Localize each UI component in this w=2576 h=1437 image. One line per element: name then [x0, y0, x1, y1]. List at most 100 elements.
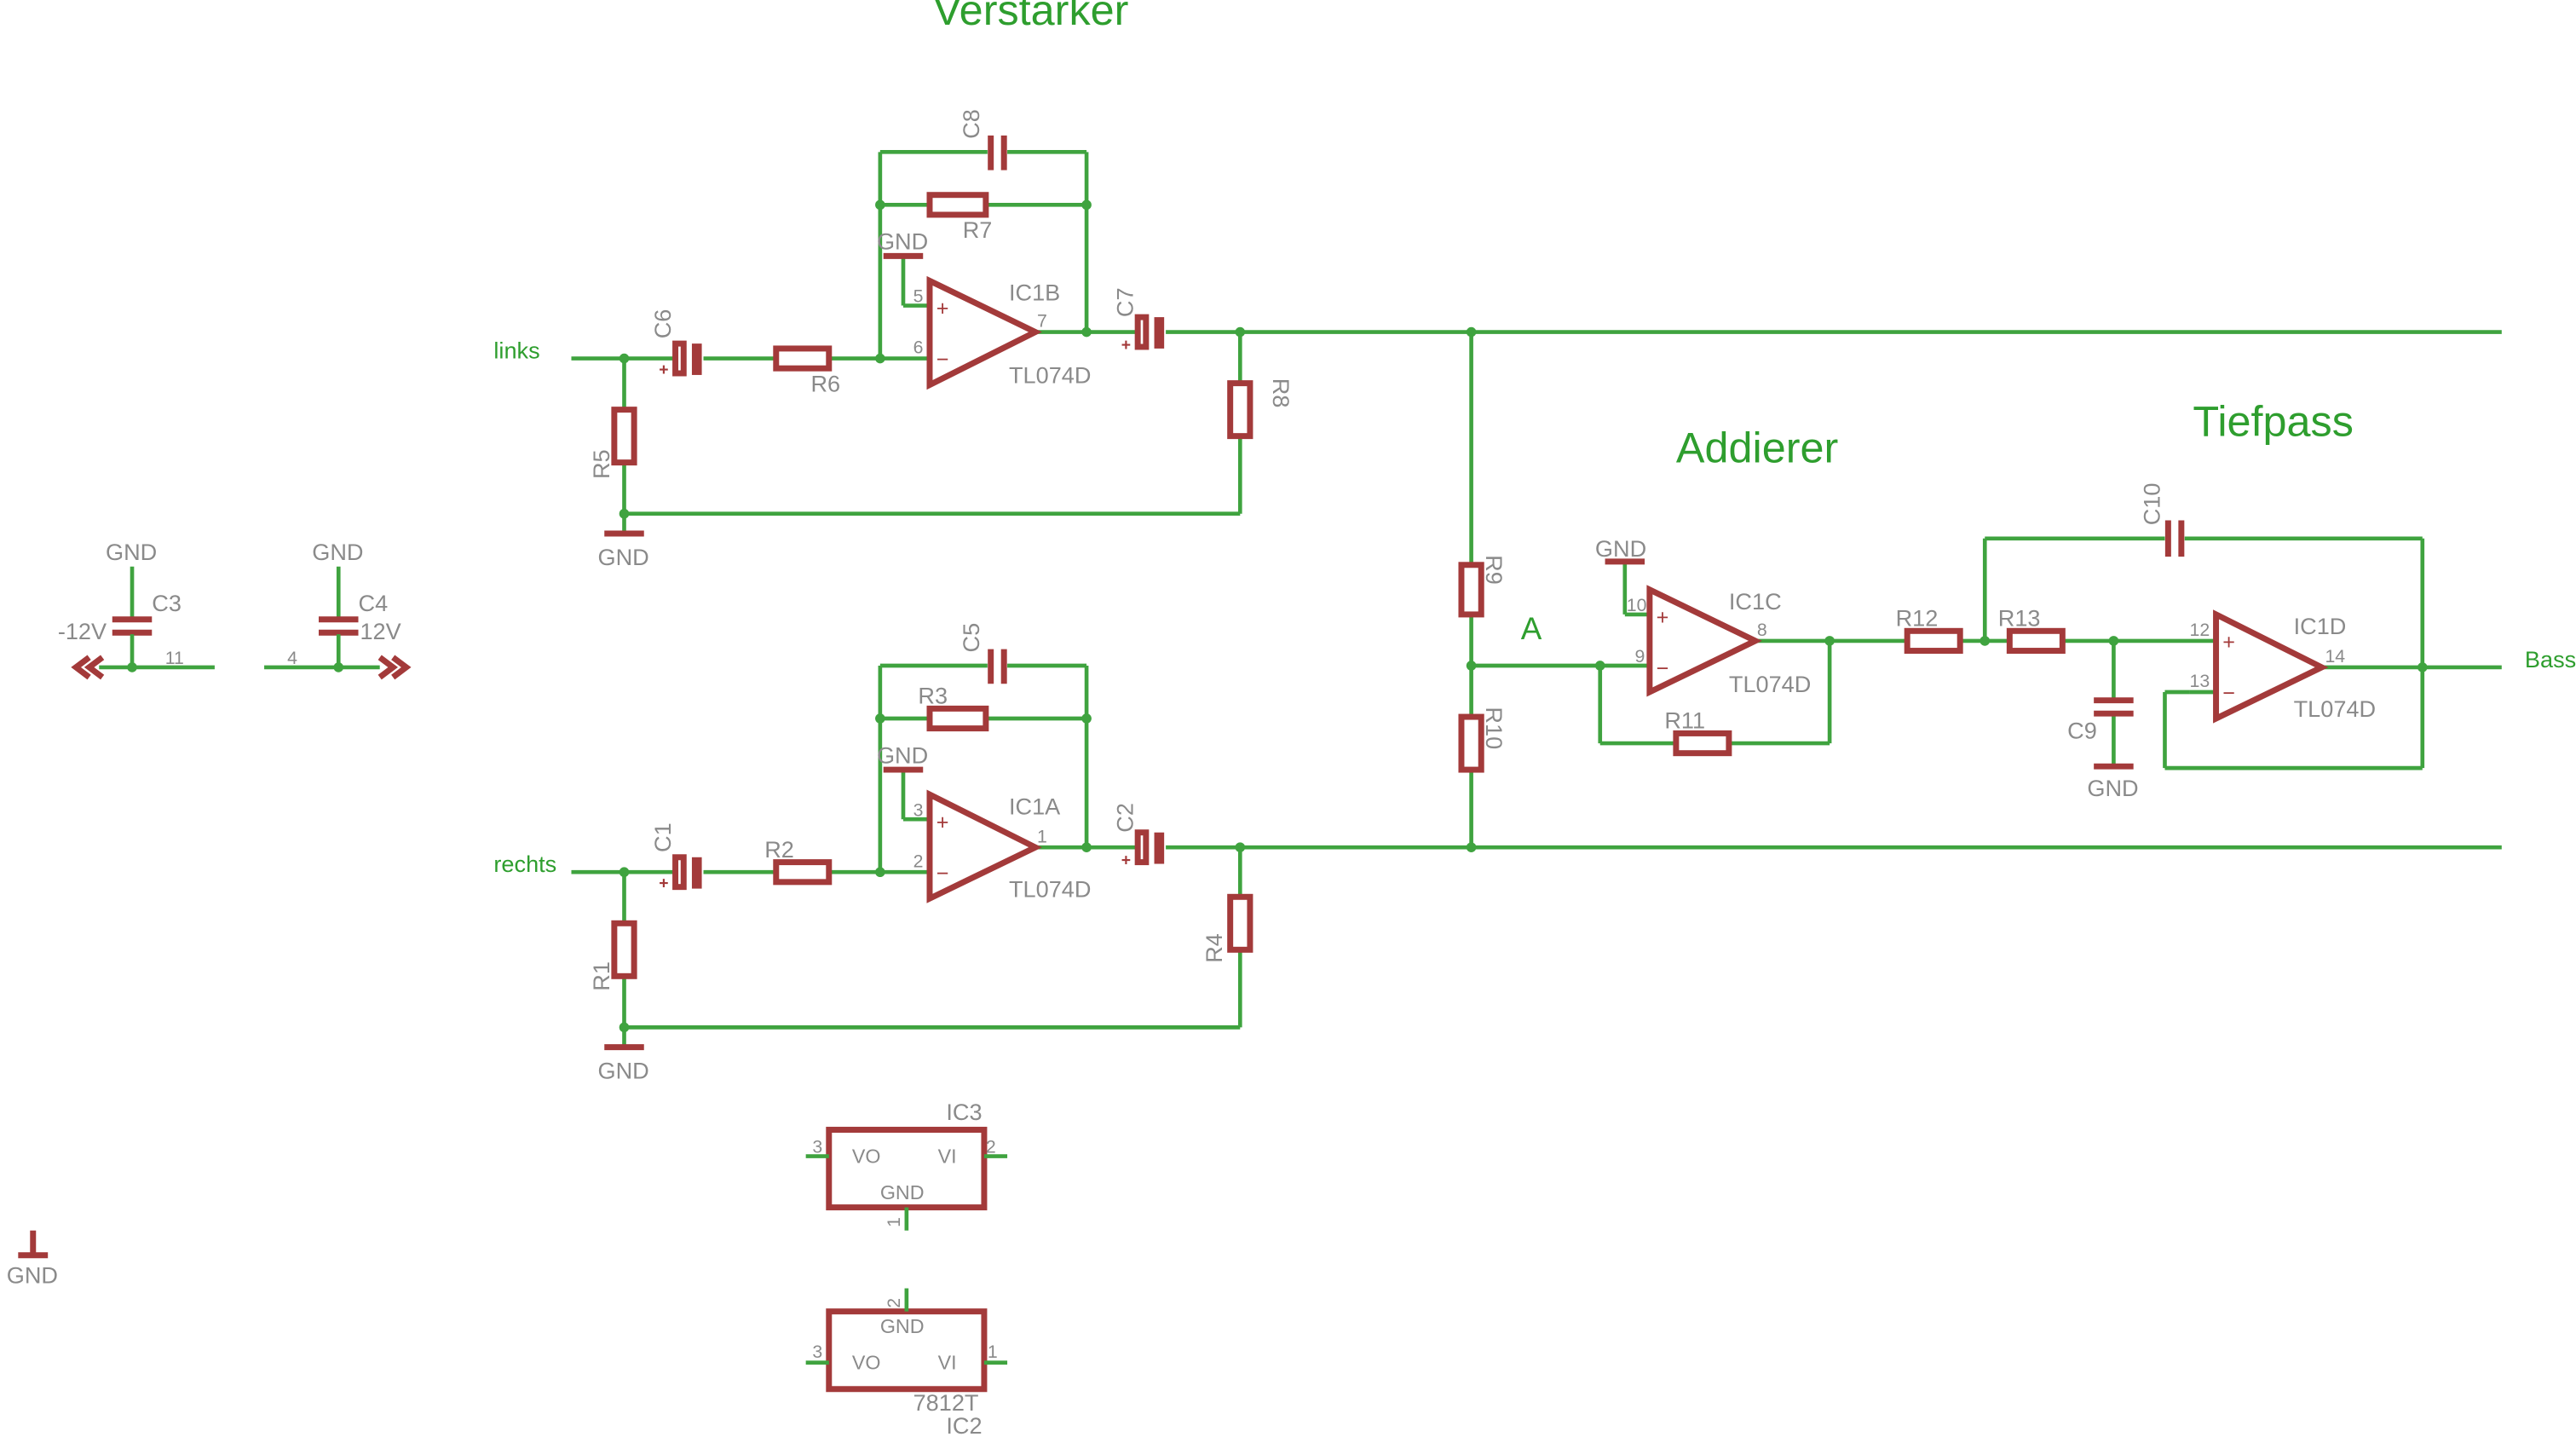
ic2-value-label: 7812T: [913, 1389, 979, 1416]
ic1d-pin-12: 12: [2190, 620, 2210, 640]
capacitor-c2: [1134, 829, 1165, 866]
resistor-r6: [773, 345, 833, 372]
net-label-rechts: rechts: [493, 851, 556, 877]
gnd-label-standalone: GND: [7, 1262, 58, 1289]
capacitor-c8: [988, 135, 1007, 170]
ic1c-minus-sign: −: [1657, 657, 1669, 681]
r1-label: R1: [588, 961, 614, 991]
net-label-links: links: [493, 338, 539, 364]
ic3-gnd-pin: GND: [880, 1181, 925, 1203]
ic2-gnd-pin: GND: [880, 1315, 925, 1337]
ic1a-label: IC1A: [1009, 793, 1061, 819]
regulator-ic3: [805, 1127, 1008, 1231]
neg12v-label: -12V: [58, 618, 107, 644]
capacitor-c7: [1134, 314, 1165, 350]
ic3-pin-1: 1: [884, 1217, 904, 1227]
ic1c-pin-10: 10: [1627, 595, 1647, 615]
opamp-ic1b: [926, 275, 1042, 390]
capacitor-c9: [2094, 697, 2134, 717]
c7-label: C7: [1111, 287, 1138, 317]
resistor-r3: [926, 705, 989, 732]
resistor-r12: [1904, 627, 1963, 655]
ic1b-label: IC1B: [1009, 280, 1060, 306]
opamp-ic1c: [1646, 585, 1762, 697]
c9-label: C9: [2067, 717, 2097, 743]
net-label-bass: Bass: [2525, 646, 2576, 672]
r12-label: R12: [1896, 604, 1939, 631]
ic2-pin-2: 2: [884, 1298, 904, 1308]
ic1b-pin-6: 6: [913, 338, 924, 358]
ic1a-pin-1: 1: [1037, 826, 1047, 846]
c3-supply-capacitor: [99, 566, 215, 672]
resistor-r11: [1673, 730, 1732, 757]
opamp-ic1a: [926, 789, 1042, 903]
c3-label: C3: [152, 590, 182, 616]
ic2-pin-1: 1: [988, 1342, 998, 1362]
c6-label: C6: [649, 309, 676, 339]
ic1d-pin-14: 14: [2325, 646, 2345, 667]
ic3-pin-3: 3: [812, 1137, 822, 1157]
net-label-a: A: [1521, 611, 1542, 646]
ic1d-part-label: TL074D: [2294, 695, 2376, 722]
ic1a-part-label: TL074D: [1009, 875, 1091, 902]
c3-gnd-label: GND: [106, 539, 157, 565]
r8-label: R8: [1268, 378, 1294, 408]
c5-label: C5: [958, 623, 984, 653]
gnd-label-ic1c: GND: [1595, 535, 1646, 562]
resistor-r1: [611, 920, 637, 979]
mixer-wiring: [1466, 332, 1908, 848]
gnd-label-c9: GND: [2087, 775, 2138, 801]
pin-4-label: 4: [287, 648, 297, 668]
ic1c-pin-8: 8: [1757, 620, 1767, 640]
r7-label: R7: [963, 216, 993, 243]
resistor-r2: [773, 859, 833, 886]
resistor-r13: [2006, 627, 2066, 655]
gnd-label-r1: GND: [597, 1057, 648, 1083]
gnd-label-ic1a: GND: [877, 742, 928, 768]
ic1b-pin-7: 7: [1037, 311, 1047, 332]
r4-label: R4: [1201, 933, 1227, 963]
r2-label: R2: [764, 836, 794, 863]
capacitor-c5: [988, 649, 1007, 684]
resistor-r5: [611, 407, 637, 466]
gnd-label-r5: GND: [597, 544, 648, 570]
ic3-vo-pin: VO: [852, 1145, 881, 1167]
ic1a-pin-2: 2: [913, 851, 924, 871]
c6-polarity-mark: +: [659, 361, 668, 379]
ic1b-part-label: TL074D: [1009, 362, 1091, 389]
ic1b-minus-sign: −: [936, 348, 949, 372]
ic2-label: IC2: [946, 1412, 982, 1437]
resistor-r8: [1227, 380, 1253, 440]
gnd-symbol-standalone: [18, 1230, 49, 1259]
ic1b-pin-5: 5: [913, 286, 924, 307]
links-input-wiring: [571, 150, 2502, 534]
ic1c-label: IC1C: [1729, 588, 1782, 615]
pin-11-label: 11: [165, 648, 184, 668]
opamp-ic1d: [2213, 609, 2329, 724]
ic1d-minus-sign: −: [2222, 682, 2235, 706]
ic1d-pin-13: 13: [2190, 671, 2210, 691]
c4-supply-capacitor: [264, 566, 380, 672]
lowpass-wiring: [1960, 536, 2502, 770]
c8-label: C8: [958, 109, 984, 139]
r3-label: R3: [918, 683, 948, 709]
pos12v-supply-symbol: [377, 655, 412, 680]
r11-label: R11: [1664, 707, 1705, 734]
regulator-ic2: [805, 1288, 1008, 1393]
pos12v-label: 12V: [360, 618, 401, 644]
resistor-r4: [1227, 893, 1253, 953]
section-title-addierer: Addierer: [1676, 424, 1838, 472]
c2-label: C2: [1111, 803, 1138, 833]
resistor-r7: [926, 192, 989, 218]
ic1c-part-label: TL074D: [1729, 671, 1811, 697]
ic3-pin-2: 2: [986, 1137, 996, 1157]
c4-gnd-label: GND: [312, 539, 363, 565]
r9-label: R9: [1481, 555, 1507, 585]
ic2-pin-3: 3: [812, 1342, 822, 1362]
resistor-r9: [1458, 562, 1484, 618]
rechts-input-wiring: [571, 663, 2502, 1047]
c4-label: C4: [359, 590, 389, 616]
c2-polarity-mark: +: [1121, 851, 1131, 869]
neg12v-supply-symbol: [71, 655, 105, 680]
